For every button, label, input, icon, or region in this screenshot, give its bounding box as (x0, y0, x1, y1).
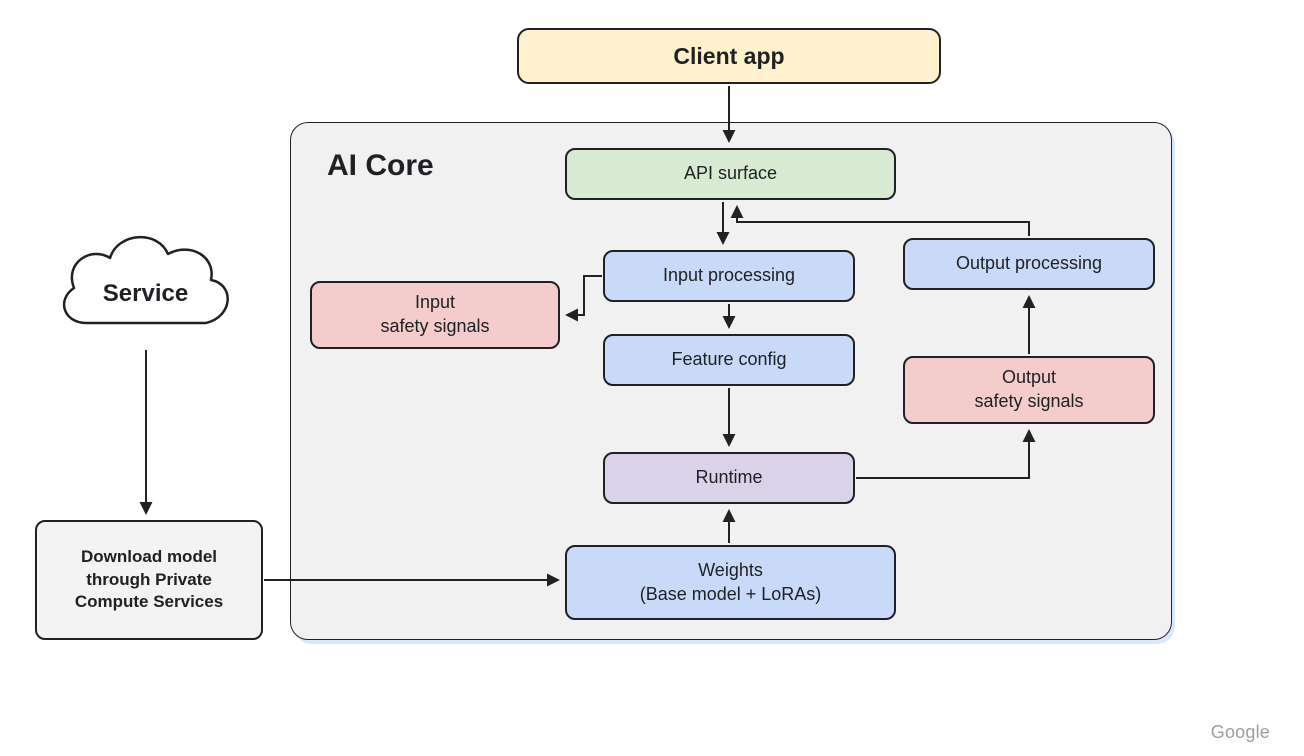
node-service-label: Service (102, 279, 189, 307)
node-output-processing: Output processing (903, 238, 1155, 290)
node-download-model-label: Download model through Private Compute S… (74, 547, 224, 612)
google-logo: Google (1210, 722, 1270, 742)
node-input-processing-label: Input processing (662, 265, 796, 286)
node-runtime: Runtime (603, 452, 855, 504)
node-runtime-label: Runtime (695, 467, 763, 488)
node-download-model: Download model through Private Compute S… (35, 520, 263, 640)
node-input-safety-signals-label: Input safety signals (380, 292, 490, 336)
node-input-safety-signals: Input safety signals (310, 281, 560, 349)
node-output-safety-signals: Output safety signals (903, 356, 1155, 424)
node-feature-config-label: Feature config (671, 349, 787, 370)
ai-core-title: AI Core (327, 149, 434, 182)
node-output-safety-signals-label: Output safety signals (974, 367, 1084, 411)
cloud-icon (62, 236, 229, 325)
node-weights: Weights (Base model + LoRAs) (565, 545, 896, 620)
node-output-processing-label: Output processing (955, 253, 1103, 274)
service-cloud: Service (48, 218, 243, 353)
node-api-surface-label: API surface (683, 163, 778, 184)
node-client-app: Client app (517, 28, 941, 84)
node-input-processing: Input processing (603, 250, 855, 302)
node-api-surface: API surface (565, 148, 896, 200)
node-feature-config: Feature config (603, 334, 855, 386)
node-client-app-label: Client app (673, 42, 785, 69)
node-weights-label: Weights (Base model + LoRAs) (639, 559, 822, 604)
